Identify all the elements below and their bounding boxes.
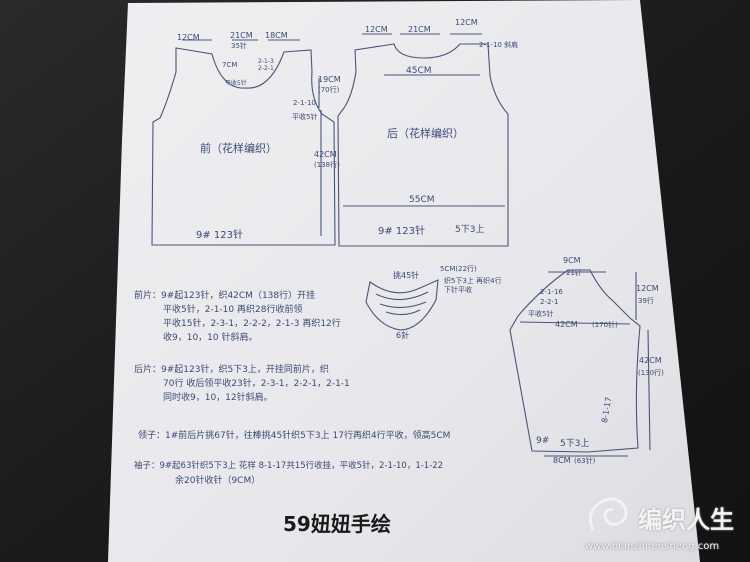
back-rib: 5下3上 bbox=[455, 225, 485, 235]
back-shoulder-left: 12CM bbox=[365, 25, 388, 34]
sleeve-cuff: 8CM bbox=[553, 456, 571, 465]
note-line-6: 同时收9，10，12针斜肩。 bbox=[163, 393, 273, 403]
watermark-url: www.bianzhirensheng.com bbox=[585, 541, 720, 552]
sleeve-top-width: 9CM bbox=[563, 256, 581, 265]
sleeve-cuff-sub: (63针) bbox=[574, 457, 596, 465]
collar-label-note: 织5下3上 再织4行 下针平收 bbox=[444, 277, 502, 294]
front-neck-cast: 平收5针 bbox=[225, 80, 247, 87]
sleeve-length: 42CM bbox=[639, 356, 662, 365]
back-stitches: 9# 123针 bbox=[378, 226, 426, 237]
collar-label-right: 5CM(22行) bbox=[440, 265, 477, 273]
paper-sheet bbox=[108, 0, 700, 562]
collar-label-bottom: 6針 bbox=[396, 331, 410, 340]
sleeve-cap-height: 12CM bbox=[636, 284, 659, 293]
sleeve-stitches: 9# bbox=[536, 436, 550, 446]
front-title: 前（花样编织） bbox=[200, 142, 277, 155]
front-neck-sub: 35针 bbox=[231, 42, 247, 50]
back-shoulder-right: 12CM bbox=[455, 18, 478, 27]
back-neck-top: 21CM bbox=[408, 25, 431, 34]
note-line-2: 平收15针，2-3-1，2-2-2，2-1-3 再织12行 bbox=[163, 319, 341, 329]
back-width-lower: 55CM bbox=[409, 195, 435, 205]
note-line-3: 收9，10，10 针斜肩。 bbox=[163, 333, 258, 343]
front-neck-top: 21CM bbox=[230, 31, 253, 40]
front-neck-dec2: 2-2-1 bbox=[258, 65, 274, 72]
author-caption: 59妞妞手绘 bbox=[283, 512, 391, 536]
front-stitches: 9# 123针 bbox=[196, 230, 244, 241]
sleeve-dec1: 2-1-16 bbox=[540, 288, 563, 296]
note-line-7: 领子：1#前后片挑67针，往棒挑45针织5下3上 17行再织4行平收，领高5CM bbox=[138, 431, 451, 441]
back-title: 后（花样编织） bbox=[387, 127, 464, 140]
note-line-0: 前片：9#起123针，织42CM（138行）开挂 bbox=[134, 291, 316, 301]
sleeve-width-sub: (170针) bbox=[592, 321, 618, 329]
back-shoulder-note: 2-1-10 斜肩 bbox=[479, 41, 519, 49]
watermark-brand: 编织人生 bbox=[638, 506, 734, 534]
front-armhole-dec: 2-1-10 bbox=[293, 99, 316, 107]
note-line-4: 后片：9#起123针，织5下3上，开挂同前片，织 bbox=[134, 365, 329, 375]
front-armhole-rows: (70行) bbox=[318, 86, 340, 94]
front-body-rows: (138行) bbox=[314, 161, 340, 169]
sleeve-dec2: 2-2-1 bbox=[540, 298, 559, 306]
front-shoulder-right: 18CM bbox=[265, 31, 288, 40]
back-piece-outline bbox=[337, 43, 509, 247]
watermark-swirl-logo bbox=[588, 497, 628, 531]
front-shoulder-left: 12CM bbox=[177, 33, 200, 42]
note-line-8: 袖子：9#起63针织5下3上 花样 8-1-17共15行收挂，平收5针，2-1-… bbox=[134, 461, 444, 471]
sleeve-outline bbox=[509, 269, 641, 453]
sleeve-length-rows: (130行) bbox=[638, 369, 664, 377]
note-line-5: 70行 收后领平收23针，2-3-1，2-2-1，2-1-1 bbox=[163, 379, 350, 389]
front-armhole-flat: 平收5针 bbox=[292, 113, 318, 121]
front-piece-outline bbox=[151, 47, 336, 246]
sleeve-top-sub: 21针 bbox=[566, 269, 582, 277]
front-neck-dec: 2-1-3 bbox=[258, 58, 274, 65]
sleeve-cap-rows: 39行 bbox=[638, 297, 654, 305]
front-armhole-depth: 19CM bbox=[318, 75, 341, 84]
note-line-1: 平收5针，2-1-10 再织28行收前领 bbox=[163, 305, 303, 315]
sleeve-dec-flat: 平收5针 bbox=[528, 310, 554, 318]
sleeve-width: 42CM bbox=[555, 320, 578, 329]
note-line-9: 余20针收针（9CM） bbox=[175, 476, 261, 486]
collar-outline bbox=[365, 279, 439, 331]
back-width-upper: 45CM bbox=[406, 66, 432, 76]
front-body-len: 42CM bbox=[314, 150, 337, 159]
collar-label-top: 挑45针 bbox=[393, 271, 420, 280]
front-neck-depth: 7CM bbox=[222, 61, 238, 69]
sleeve-rib: 5下3上 bbox=[560, 439, 590, 449]
